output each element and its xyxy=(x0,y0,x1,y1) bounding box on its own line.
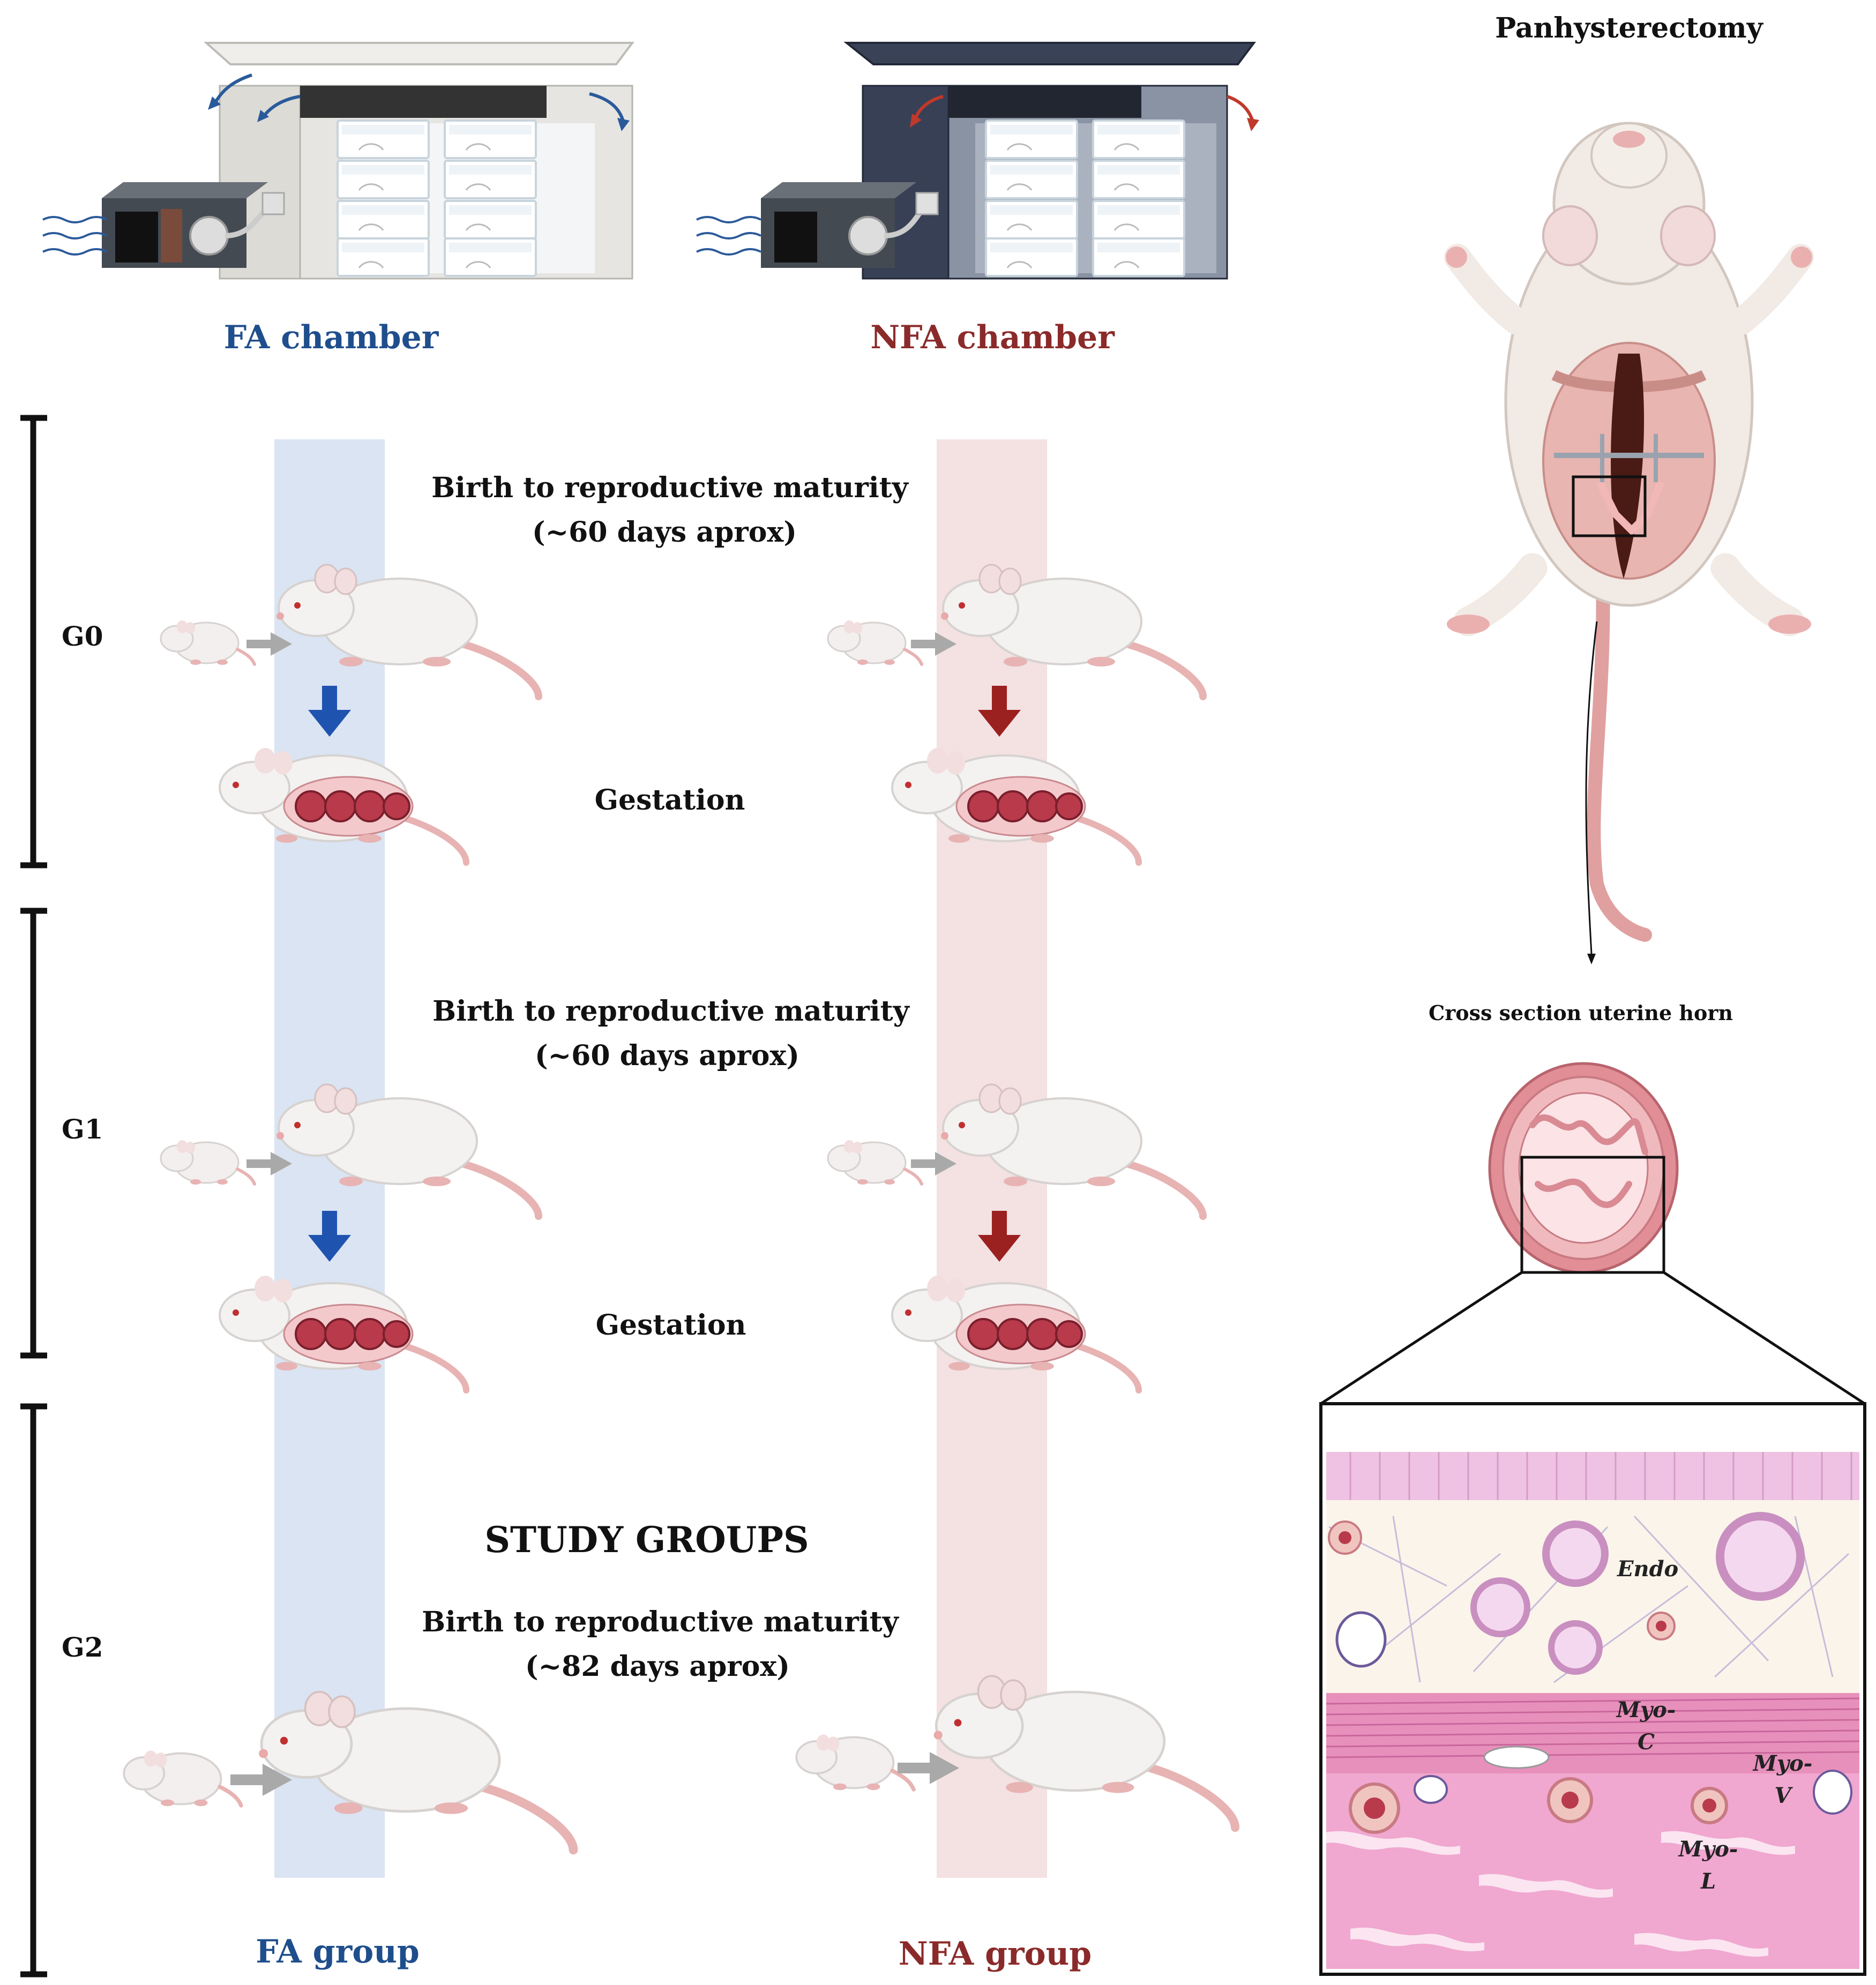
histology-label-myo-l-line2: L xyxy=(1700,1869,1716,1894)
histology-label-myo-c-line2: C xyxy=(1638,1729,1655,1755)
nfa-g2-grey-arrow xyxy=(898,1752,959,1784)
g0-period-line1: Birth to reproductive maturity xyxy=(431,471,908,504)
g2-period-line1: Birth to reproductive maturity xyxy=(422,1606,899,1638)
g1-period-line2: (~60 days aprox) xyxy=(534,1039,800,1072)
histology-label-myo-v-line1: Myo- xyxy=(1753,1751,1813,1776)
nfa-chamber-label: NFA chamber xyxy=(870,319,1115,356)
histology-label-endo: Endo xyxy=(1617,1556,1679,1582)
nfa-g1-pup xyxy=(828,1140,922,1185)
fa-chamber-illustration xyxy=(42,42,634,280)
study-groups-heading: STUDY GROUPS xyxy=(484,1519,809,1561)
fa-g2-pup xyxy=(124,1751,241,1807)
fa-g2-grey-arrow xyxy=(230,1764,292,1796)
nfa-group-label: NFA group xyxy=(898,1935,1092,1973)
nfa-g1-grey-arrow xyxy=(911,1152,956,1175)
generation-brackets xyxy=(20,415,47,1977)
uterine-horn-cross-section xyxy=(1320,1062,1866,1405)
g0-gestation-label: Gestation xyxy=(594,784,745,817)
fa-g1-pup xyxy=(161,1140,255,1185)
panhysterectomy-title: Panhysterectomy xyxy=(1495,12,1763,44)
generation-label-g2: G2 xyxy=(62,1631,103,1663)
histology-label-myo-v-line2: V xyxy=(1774,1783,1791,1808)
fa-g1-grey-arrow xyxy=(246,1152,292,1175)
histology-panel xyxy=(1319,1402,1866,1976)
histology-label-myo-c-line1: Myo- xyxy=(1616,1697,1676,1722)
generation-label-g1: G1 xyxy=(62,1113,103,1145)
cross-section-label: Cross section uterine horn xyxy=(1429,1001,1733,1025)
g0-period-line2: (~60 days aprox) xyxy=(532,516,797,549)
nfa-g0-pup xyxy=(828,620,922,665)
fa-group-label: FA group xyxy=(256,1933,420,1971)
g1-gestation-label: Gestation xyxy=(595,1309,746,1342)
dissected-rat-illustration xyxy=(1444,122,1814,964)
nfa-g2-pup xyxy=(796,1735,914,1791)
fa-chamber-label: FA chamber xyxy=(223,319,439,356)
nfa-chamber-illustration xyxy=(696,42,1259,280)
histology-label-myo-l-line1: Myo- xyxy=(1678,1837,1738,1862)
g2-period-line2: (~82 days aprox) xyxy=(525,1650,790,1683)
fa-g0-grey-arrow xyxy=(246,632,292,656)
g1-period-line1: Birth to reproductive maturity xyxy=(432,995,909,1028)
nfa-g0-grey-arrow xyxy=(911,632,956,656)
generation-label-g0: G0 xyxy=(62,620,103,652)
fa-g0-pup xyxy=(161,620,255,665)
